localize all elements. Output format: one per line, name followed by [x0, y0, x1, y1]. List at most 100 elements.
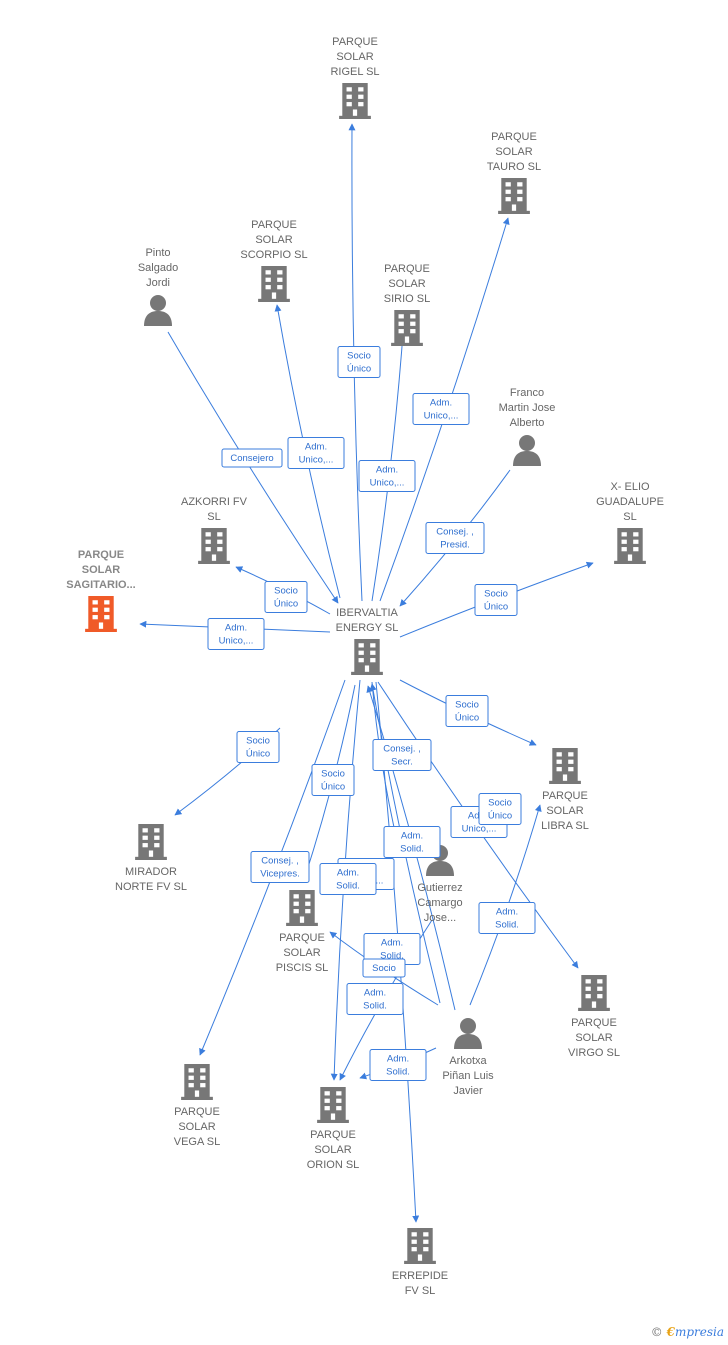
node-gutierrez[interactable]: GutierrezCamargoJose...	[417, 845, 463, 924]
relation-label[interactable]: Socio	[362, 958, 406, 978]
building-icon	[351, 639, 383, 675]
relation-label[interactable]: Adm. Unico,...	[287, 437, 345, 469]
node-label: VIRGO SL	[568, 1047, 620, 1059]
node-label: PARQUE	[251, 219, 297, 231]
node-label: SOLAR	[178, 1121, 215, 1133]
node-label: GUADALUPE	[596, 496, 664, 508]
relation-label-text: Solid.	[380, 951, 404, 962]
relation-label-box	[372, 739, 432, 771]
relation-label-text: Secr.	[391, 757, 413, 768]
building-icon	[181, 1064, 213, 1100]
building-icon	[85, 596, 117, 632]
relation-label[interactable]: Adm.Solid.	[369, 1049, 427, 1081]
relation-label[interactable]: Adm. Solid.	[363, 933, 421, 965]
relation-label-text: Socio	[321, 769, 345, 780]
relation-label[interactable]: Consej. ,Vicepres.	[250, 851, 310, 883]
relation-label[interactable]: Consej. ,Presid.	[425, 522, 485, 554]
node-label: Martin Jose	[499, 402, 556, 414]
relation-label-text: Socio	[347, 351, 371, 362]
relation-label-box	[250, 851, 310, 883]
node-label: SOLAR	[82, 564, 121, 576]
node-label: SOLAR	[546, 805, 583, 817]
relation-label-box	[362, 958, 406, 978]
node-label: RIGEL SL	[330, 66, 379, 78]
relation-label[interactable]: Adm. Unico,...	[207, 618, 265, 650]
relation-label-box	[319, 863, 377, 895]
node-label: PARQUE	[174, 1106, 220, 1118]
node-sagitario[interactable]: PARQUESOLARSAGITARIO...	[66, 549, 136, 632]
relation-label[interactable]: Consejero	[221, 448, 283, 468]
copyright-symbol: ©	[650, 1325, 663, 1339]
relation-label-text: Adm.	[376, 465, 398, 476]
relation-label-text: Unico,...	[299, 455, 334, 466]
node-label: Alberto	[510, 417, 545, 429]
relation-label-text: Solid.	[495, 920, 519, 931]
building-icon	[286, 890, 318, 926]
node-label: AZKORRI FV	[181, 496, 248, 508]
node-label: SIRIO SL	[384, 293, 430, 305]
brand-footer: © €mpresia	[651, 1325, 724, 1339]
relation-label-text: Socio	[488, 798, 512, 809]
relation-label-text: Unico,...	[219, 636, 254, 647]
relation-label-text: Vicepres.	[260, 869, 299, 880]
relation-label-text: Unico,...	[462, 824, 497, 835]
relation-label-box	[412, 393, 470, 425]
node-label: IBERVALTIA	[336, 607, 398, 619]
relation-label-text: Solid.	[386, 1067, 410, 1078]
relation-label-text: Adm.	[225, 623, 247, 634]
relation-label-text: Único	[246, 749, 270, 760]
node-label: SOLAR	[336, 51, 373, 63]
node-label: ERREPIDE	[392, 1270, 448, 1282]
node-label: PISCIS SL	[276, 962, 329, 974]
relation-label[interactable]: Consej. ,Secr.	[372, 739, 432, 771]
node-label: Pinto	[145, 247, 170, 259]
relation-label-box	[425, 522, 485, 554]
node-label: Piñan Luis	[442, 1070, 494, 1082]
relation-label-text: Adm.	[381, 938, 403, 949]
building-icon	[198, 528, 230, 564]
relation-label[interactable]: Adm.Solid.	[346, 983, 404, 1015]
relation-label-box	[264, 581, 308, 613]
relation-label-text: Único	[455, 713, 479, 724]
relation-label[interactable]: Adm.Unico,...	[412, 393, 470, 425]
relation-label-text: Adm.	[305, 442, 327, 453]
relation-label-text: Único	[484, 602, 508, 613]
node-label: SOLAR	[314, 1144, 351, 1156]
relation-label[interactable]: Adm.Solid.	[383, 826, 441, 858]
relation-label-box	[478, 793, 522, 825]
building-icon	[339, 83, 371, 119]
relation-label-box	[221, 448, 283, 468]
relation-label-text: Único	[347, 364, 371, 375]
relation-label-text: Adm.	[364, 988, 386, 999]
relation-label-text: Único	[488, 811, 512, 822]
node-label: SAGITARIO...	[66, 579, 135, 591]
relation-label-text: Único	[321, 782, 345, 793]
relation-label[interactable]: Adm.Unico,...	[358, 460, 416, 492]
relation-label[interactable]: Adm.Solid.	[319, 863, 377, 895]
relation-label[interactable]: Adm.Solid.	[478, 902, 536, 934]
